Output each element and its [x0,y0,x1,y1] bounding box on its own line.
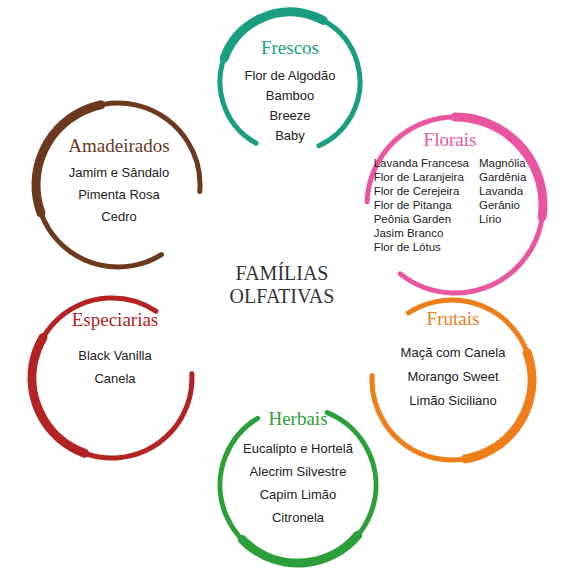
ring-thick [13,80,223,290]
fragrance-item: Alecrim Silvestre [250,460,347,483]
item-list: Flor de AlgodãoBambooBreezeBaby [215,66,365,146]
item-column: Maçã com CanelaMorango SweetLimão Sicili… [401,341,506,413]
family-circle: FloraisLavanda FrancesaFlor de Laranjeir… [356,128,544,254]
fragrance-item: Black Vanilla [78,344,151,367]
fragrance-item: Flor de Laranjeira [374,170,464,184]
fragrance-item: Breeze [269,106,310,126]
fragrance-item: Capim Limão [260,483,337,506]
item-column: Flor de AlgodãoBambooBreezeBaby [244,66,335,146]
fragrance-item: Flor de Cerejeira [374,184,460,198]
fragrance-item: Citronela [272,506,324,529]
item-column: Lavanda FrancesaFlor de LaranjeiraFlor d… [374,156,469,254]
ring-thick [349,277,554,482]
item-column: Black VanillaCanela [78,344,151,390]
fragrance-item: Lírio [479,212,501,226]
fragrance-item: Jasim Branco [374,226,444,240]
family-circle: FrutaisMaçã com CanelaMorango SweetLimão… [378,307,528,413]
family-heading: Amadeirados [43,134,195,158]
fragrance-item: Maçã com Canela [401,341,506,365]
fragrance-item: Limão Siciliano [409,389,496,413]
fragrance-item: Canela [94,367,135,390]
ring [196,383,399,568]
family-heading: Frutais [378,307,528,331]
fragrance-item: Gardênia [479,170,526,184]
item-list: Lavanda FrancesaFlor de LaranjeiraFlor d… [356,156,544,254]
fragrance-item: Cedro [101,206,136,228]
fragrance-item: Bamboo [266,86,314,106]
ring [341,269,562,490]
fragrance-item: Magnólia [479,156,526,170]
fragrance-item: Pimenta Rosa [78,184,160,206]
family-heading: Frescos [215,36,365,60]
item-column: MagnóliaGardêniaLavandaGerânioLírio [479,156,526,254]
fragrance-item: Morango Sweet [407,365,498,389]
item-column: Eucalipto e HortelãAlecrim SilvestreCapi… [243,437,353,529]
diagram-title: FAMÍLIAS OLFATIVAS [182,262,382,308]
family-heading: Florais [356,128,544,152]
ring-thick [188,375,408,568]
fragrance-item: Flor de Lótus [374,240,441,254]
item-list: Maçã com CanelaMorango SweetLimão Sicili… [378,341,528,413]
fragrance-item: Eucalipto e Hortelã [243,437,353,460]
ring-thick [200,0,379,172]
fragrance-item: Jamim e Sândalo [69,162,169,184]
family-circle: HerbaisEucalipto e HortelãAlecrim Silves… [215,407,381,529]
fragrance-item: Baby [275,126,305,146]
fragrance-item: Flor de Pitanga [374,198,452,212]
fragrance-item: Peônia Garden [374,212,451,226]
family-heading: Especiarias [40,308,190,332]
fragrance-item: Gerânio [479,198,520,212]
fragrance-item: Lavanda [479,184,523,198]
item-list: Jamim e SândaloPimenta RosaCedro [43,162,195,228]
fragrance-item: Lavanda Francesa [374,156,469,170]
item-list: Eucalipto e HortelãAlecrim SilvestreCapi… [215,437,381,529]
item-list: Black VanillaCanela [40,344,190,390]
fragrance-item: Flor de Algodão [244,66,335,86]
ring [195,0,385,177]
item-column: Jamim e SândaloPimenta RosaCedro [69,162,169,228]
family-circle: AmadeiradosJamim e SândaloPimenta RosaCe… [43,134,195,228]
family-heading: Herbais [215,407,381,431]
family-circle: FrescosFlor de AlgodãoBambooBreezeBaby [215,36,365,146]
ring-thick [9,275,214,480]
family-circle: EspeciariasBlack VanillaCanela [40,308,190,390]
ring [5,72,231,298]
